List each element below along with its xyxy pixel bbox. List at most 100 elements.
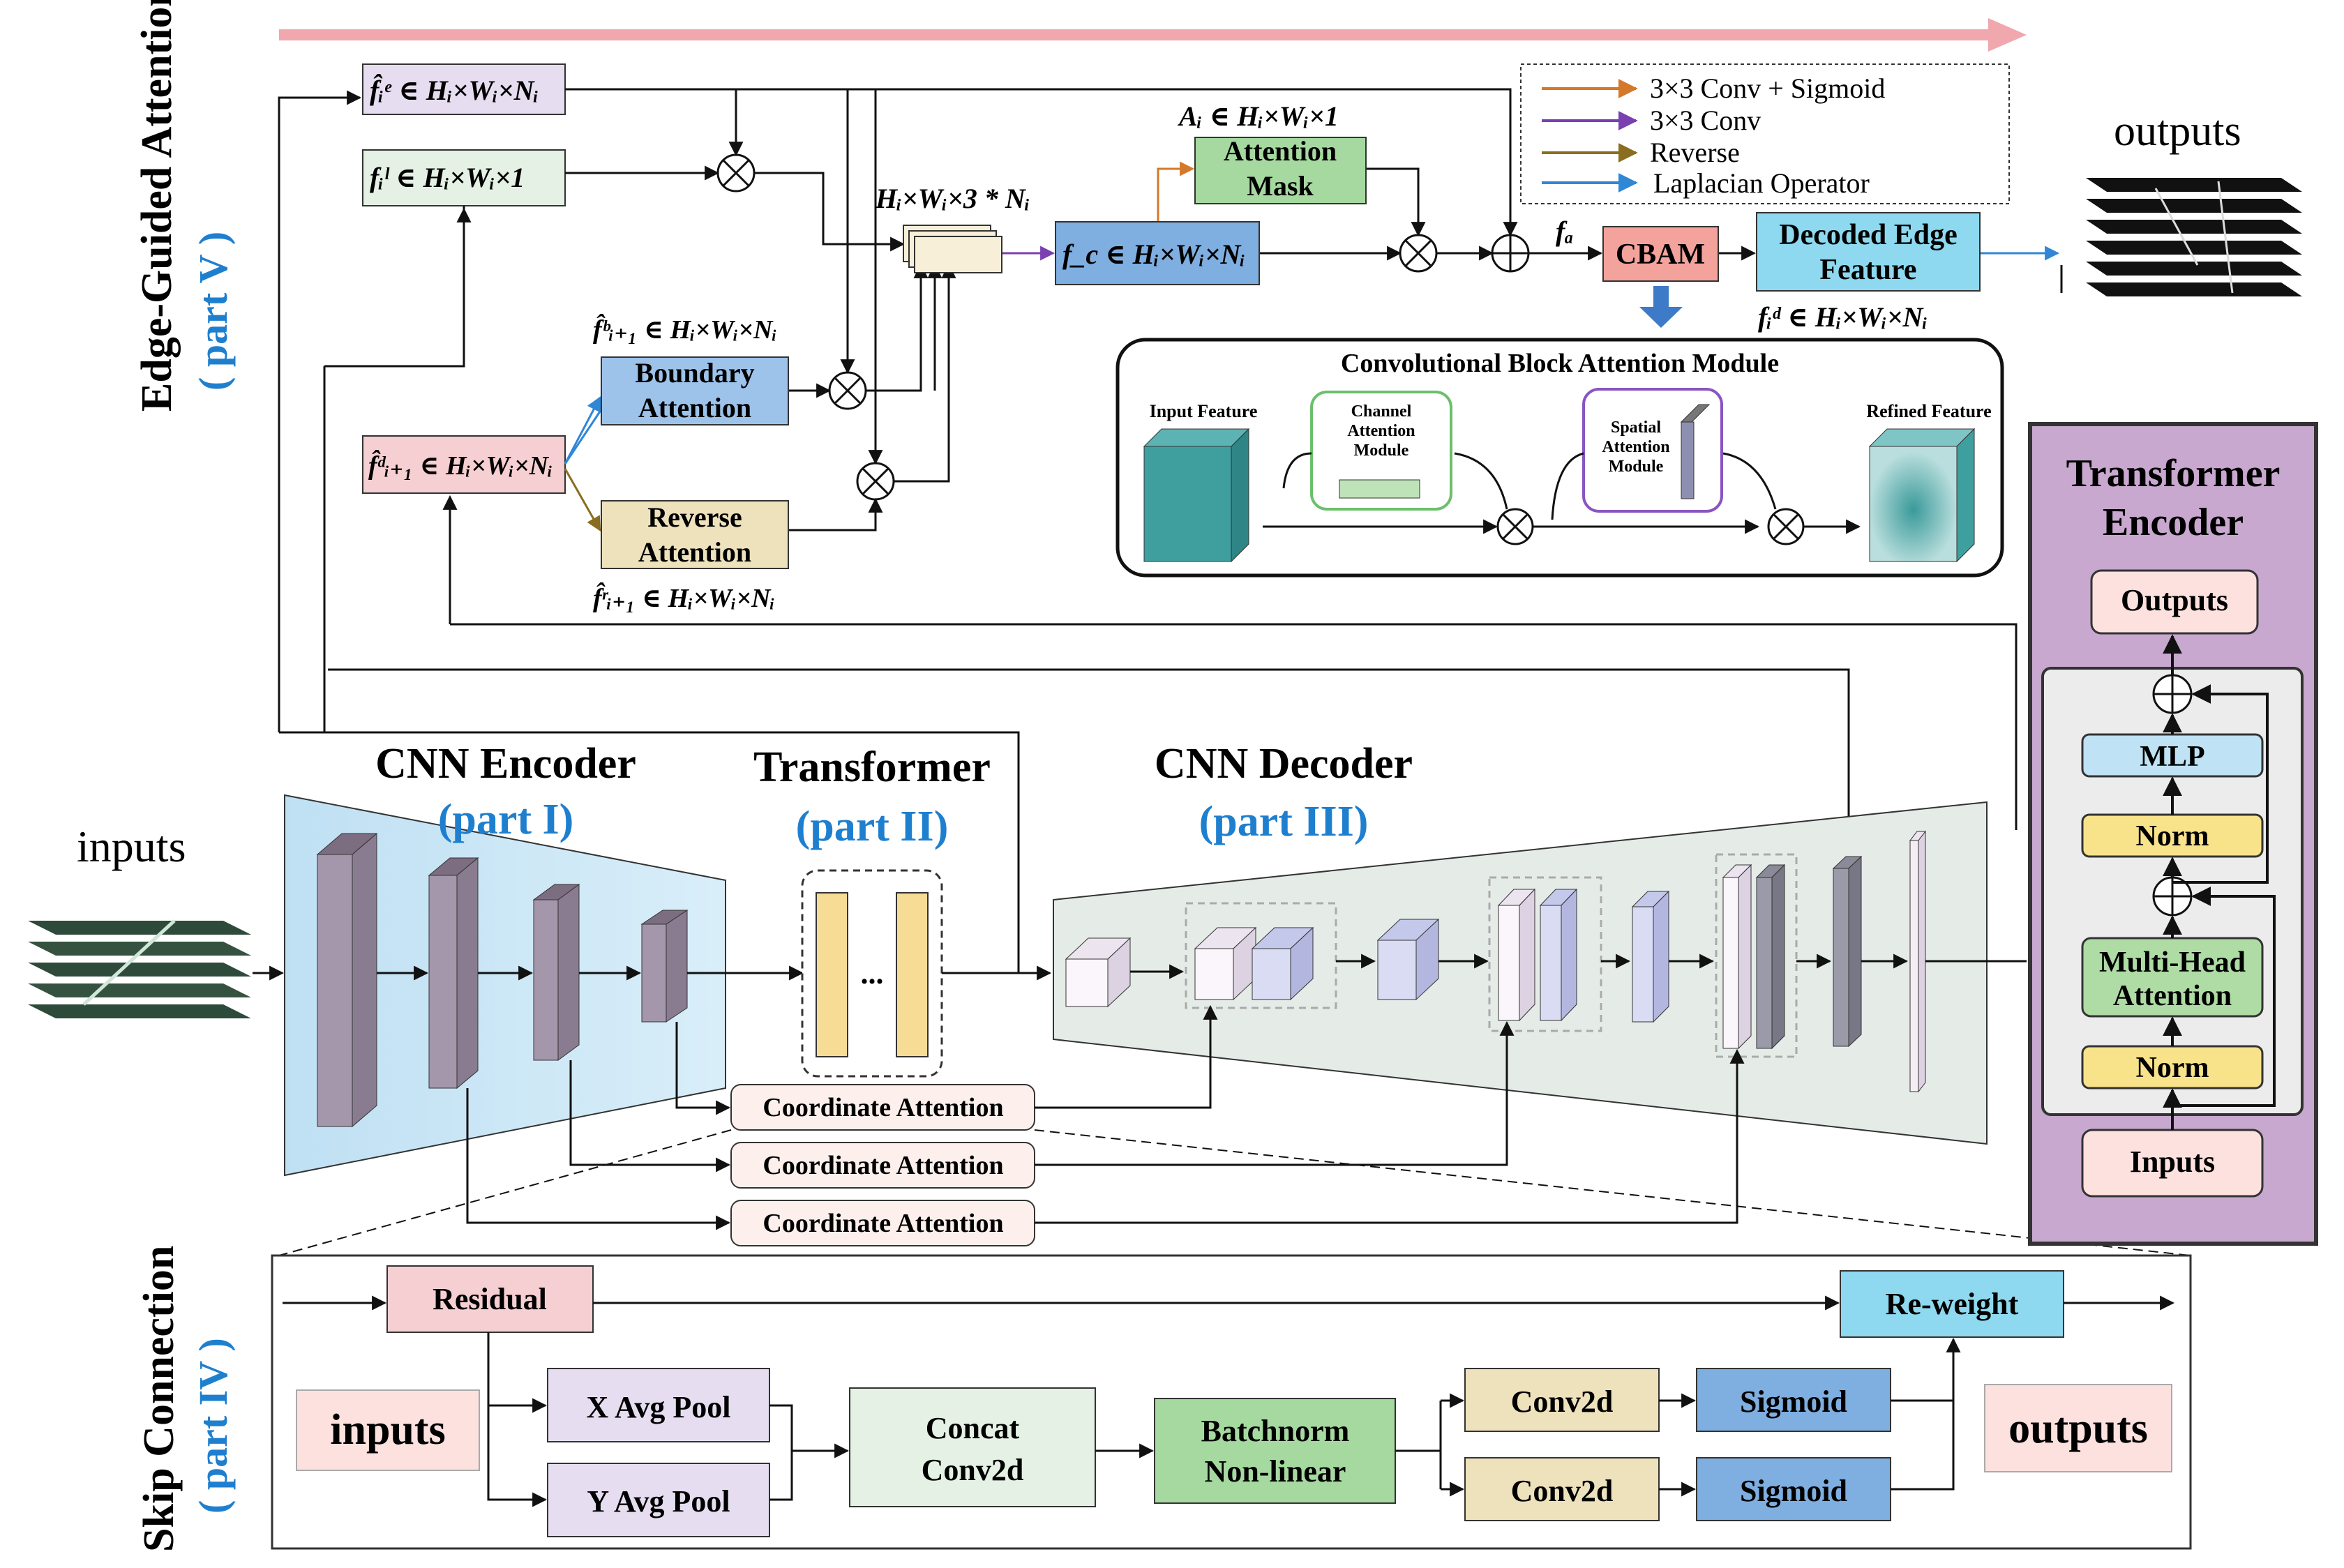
svg-text:MLP: MLP (2140, 741, 2204, 773)
svg-text:Boundary: Boundary (635, 357, 754, 389)
cbam-box: CBAM (1602, 226, 1719, 282)
sigmoid-box-2: Sigmoid (1696, 1457, 1891, 1521)
svg-text:Edge-Guided Attention: Edge-Guided Attention (133, 0, 181, 412)
svg-text:Refined Feature: Refined Feature (1866, 401, 1991, 421)
skip-detail-panel: Residual Re-weight inputs X Avg Pool Y A… (271, 1254, 2192, 1550)
side-title-skip: Skip Connection ( part IV ) (135, 1246, 236, 1552)
svg-text:Multi-Head: Multi-Head (2099, 947, 2246, 979)
legend-item: Laplacian Operator (1653, 167, 1870, 199)
svg-text:Residual: Residual (433, 1282, 547, 1316)
boundary-attention-box: f̂ᵇᵢ₊₁ ∈ Hᵢ×Wᵢ×Nᵢ Boundary Attention (593, 314, 789, 425)
legend-item: 3×3 Conv (1650, 105, 1761, 136)
cbam-detail-panel: Convolutional Block Attention Module Inp… (1115, 338, 2004, 578)
fl-box: fᵢˡ ∈ Hᵢ×Wᵢ×1 (362, 149, 566, 206)
svg-text:Channel: Channel (1351, 402, 1412, 421)
svg-text:Conv2d: Conv2d (1511, 1385, 1614, 1419)
add-node (1491, 234, 1530, 273)
svg-text:fᵢᵈ ∈ Hᵢ×Wᵢ×Nᵢ: fᵢᵈ ∈ Hᵢ×Wᵢ×Nᵢ (1758, 301, 1928, 333)
skip-outputs-box: outputs (1984, 1384, 2172, 1472)
svg-text:outputs: outputs (2114, 107, 2241, 155)
svg-text:Transformer: Transformer (2066, 452, 2281, 495)
svg-text:Module: Module (1354, 442, 1409, 460)
svg-text:(part I): (part I) (438, 796, 574, 843)
y-avg-pool-box: Y Avg Pool (547, 1463, 770, 1537)
top-flow-arrow (279, 18, 2027, 52)
svg-text:f̂ʳᵢ₊₁ ∈ Hᵢ×Wᵢ×Nᵢ: f̂ʳᵢ₊₁ ∈ Hᵢ×Wᵢ×Nᵢ (593, 582, 775, 613)
svg-text:Mask: Mask (1247, 170, 1314, 202)
svg-text:Sigmoid: Sigmoid (1740, 1385, 1847, 1419)
legend-item: Reverse (1650, 137, 1740, 168)
multiply-node (716, 153, 1438, 501)
decoded-edge-box: Decoded Edge Feature fᵢᵈ ∈ Hᵢ×Wᵢ×Nᵢ (1756, 212, 1981, 333)
inputs-label: inputs (77, 822, 186, 871)
svg-text:Conv2d: Conv2d (922, 1453, 1024, 1487)
svg-text:Norm: Norm (2136, 820, 2209, 852)
sigmoid-box-1: Sigmoid (1696, 1368, 1891, 1432)
coordinate-attention-3: Coordinate Attention (730, 1200, 1035, 1246)
channel-attention-module: Channel Attention Module (1310, 391, 1452, 511)
svg-text:Convolutional Block Attention: Convolutional Block Attention Module (1341, 349, 1779, 378)
reweight-box: Re-weight (1840, 1270, 2064, 1338)
svg-text:Attention: Attention (1602, 438, 1669, 456)
encoder-block (316, 832, 378, 1128)
svg-text:fᵢˡ ∈ Hᵢ×Wᵢ×1: fᵢˡ ∈ Hᵢ×Wᵢ×1 (370, 162, 525, 193)
svg-text:X Avg Pool: X Avg Pool (587, 1390, 731, 1424)
svg-text:(part III): (part III) (1199, 798, 1369, 845)
zoom-lines (278, 1129, 2191, 1256)
fa-label: fₐ (1556, 216, 1573, 247)
transformer-encoder-panel: Transformer Encoder Outputs MLP Norm Mul… (2028, 422, 2318, 1246)
decoder-cube (1832, 855, 1863, 1048)
cbam-expand-arrow (1639, 286, 1683, 328)
svg-text:Decoded Edge: Decoded Edge (1779, 219, 1958, 251)
conv2d-box-1: Conv2d (1464, 1368, 1660, 1432)
svg-text:outputs: outputs (2008, 1405, 2148, 1452)
coordinate-attention-2: Coordinate Attention (730, 1142, 1035, 1189)
svg-text:Attention: Attention (1347, 422, 1415, 440)
svg-text:Outputs: Outputs (2121, 583, 2228, 617)
decoder-cube (1194, 926, 1314, 1001)
skip-inputs-box: inputs (296, 1389, 480, 1471)
svg-text:Spatial: Spatial (1611, 419, 1661, 437)
concat-stack: Hᵢ×Wᵢ×3 * Nᵢ (875, 183, 1030, 273)
fc-box: f_c ∈ Hᵢ×Wᵢ×Nᵢ (1055, 221, 1260, 285)
outputs-stack-image: outputs (2086, 107, 2302, 296)
svg-text:f_c ∈ Hᵢ×Wᵢ×Nᵢ: f_c ∈ Hᵢ×Wᵢ×Nᵢ (1062, 239, 1245, 270)
svg-text:CBAM: CBAM (1616, 239, 1705, 271)
svg-text:Inputs: Inputs (2130, 1145, 2215, 1179)
svg-text:f̂ᵈᵢ₊₁ ∈ Hᵢ×Wᵢ×Nᵢ: f̂ᵈᵢ₊₁ ∈ Hᵢ×Wᵢ×Nᵢ (368, 450, 553, 481)
input-feature-cube (1143, 428, 1250, 563)
svg-text:Coordinate Attention: Coordinate Attention (762, 1151, 1003, 1180)
decoder-cube (1909, 830, 1927, 1093)
svg-text:Conv2d: Conv2d (1511, 1474, 1614, 1508)
svg-text:( part IV ): ( part IV ) (190, 1338, 236, 1514)
svg-text:f̂ᵇᵢ₊₁ ∈ Hᵢ×Wᵢ×Nᵢ: f̂ᵇᵢ₊₁ ∈ Hᵢ×Wᵢ×Nᵢ (593, 314, 777, 345)
svg-text:...: ... (861, 956, 884, 990)
svg-text:Aᵢ ∈ Hᵢ×Wᵢ×1: Aᵢ ∈ Hᵢ×Wᵢ×1 (1177, 100, 1339, 132)
svg-text:Attention: Attention (2113, 980, 2232, 1012)
residual-box: Residual (386, 1265, 594, 1333)
decoder-cube (1722, 864, 1786, 1050)
conv2d-box-2: Conv2d (1464, 1457, 1660, 1521)
svg-text:Encoder: Encoder (2103, 501, 2244, 544)
svg-text:Non-linear: Non-linear (1205, 1454, 1346, 1488)
legend-item: 3×3 Conv + Sigmoid (1650, 73, 1885, 104)
decoder-cube (1065, 937, 1132, 1008)
svg-text:(part II): (part II) (796, 803, 949, 850)
svg-text:Attention: Attention (638, 536, 751, 568)
svg-text:Coordinate Attention: Coordinate Attention (762, 1093, 1003, 1122)
svg-text:( part V ): ( part V ) (190, 232, 236, 391)
x-avg-pool-box: X Avg Pool (547, 1368, 770, 1442)
batchnorm-box: Batchnorm Non-linear (1154, 1398, 1396, 1504)
svg-text:Norm: Norm (2136, 1052, 2209, 1084)
skip-connectors (466, 960, 2027, 1230)
svg-text:Y Avg Pool: Y Avg Pool (587, 1484, 730, 1518)
svg-text:Feature: Feature (1819, 254, 1916, 286)
encoder-block (640, 910, 689, 1023)
legend: 3×3 Conv + Sigmoid 3×3 Conv Reverse Lapl… (1520, 63, 2010, 204)
svg-text:CNN Encoder: CNN Encoder (375, 740, 636, 787)
svg-text:Hᵢ×Wᵢ×3 * Nᵢ: Hᵢ×Wᵢ×3 * Nᵢ (875, 183, 1030, 214)
svg-text:Re-weight: Re-weight (1886, 1287, 2019, 1321)
side-title-edge: Edge-Guided Attention ( part V ) (133, 0, 236, 412)
concat-conv-box: Concat Conv2d (849, 1387, 1096, 1507)
